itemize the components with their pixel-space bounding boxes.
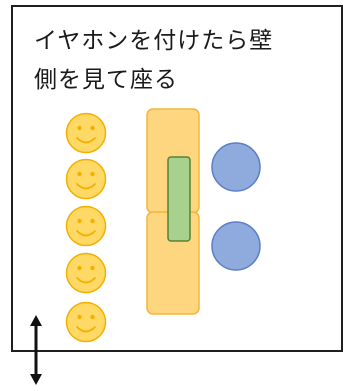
people-column: [65, 112, 107, 343]
instruction-line-2: 側を見て座る: [34, 67, 178, 93]
smiley-face-icon: [65, 301, 107, 343]
chair: [211, 142, 261, 192]
smiley-face-icon: [65, 205, 107, 247]
smiley-face-icon: [65, 252, 107, 294]
double-arrow-icon: [30, 315, 42, 385]
chair: [211, 221, 261, 271]
smiley-face-icon: [65, 112, 107, 154]
smiley-face-icon: [65, 158, 107, 200]
chairs: [211, 142, 261, 271]
partition: [167, 156, 191, 242]
instruction-line-1: イヤホンを付けたら壁: [34, 28, 274, 54]
